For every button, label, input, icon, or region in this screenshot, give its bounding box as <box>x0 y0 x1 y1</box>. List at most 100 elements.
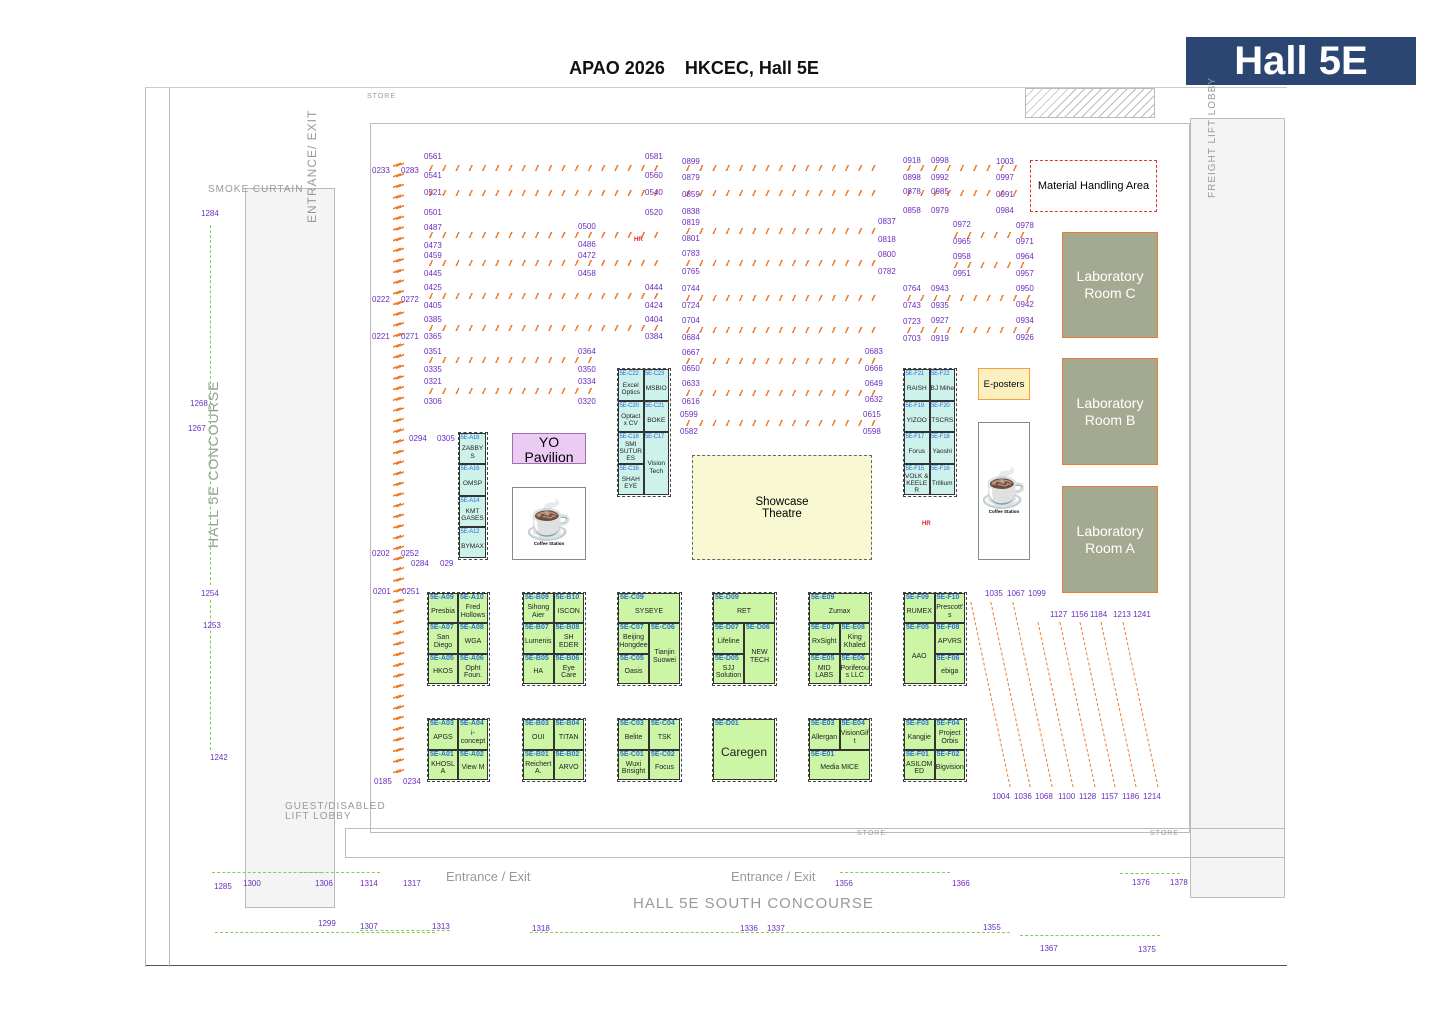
poster-number[interactable]: 1186 <box>1122 792 1140 801</box>
poster-number[interactable]: 0472 <box>578 251 596 260</box>
poster-number[interactable]: 0801 <box>682 234 700 243</box>
poster-number[interactable]: 0284 <box>411 559 429 568</box>
poster-number[interactable]: 0202 <box>372 549 390 558</box>
poster-number[interactable]: 0965 <box>953 237 971 246</box>
poster-number[interactable]: 0765 <box>682 267 700 276</box>
poster-number[interactable]: 1378 <box>1170 878 1188 887</box>
poster-number[interactable]: 0979 <box>931 206 949 215</box>
poster-number[interactable]: 0541 <box>424 171 442 180</box>
poster-number[interactable]: 0957 <box>1016 269 1034 278</box>
poster-number[interactable]: 0723 <box>903 317 921 326</box>
poster-number[interactable]: 1242 <box>210 753 228 762</box>
poster-number[interactable]: 0251 <box>402 587 420 596</box>
poster-number[interactable]: 1366 <box>952 879 970 888</box>
poster-number[interactable]: 0972 <box>953 220 971 229</box>
poster-number[interactable]: 0942 <box>1016 300 1034 309</box>
poster-number[interactable]: 0234 <box>403 777 421 786</box>
poster-number[interactable]: 0819 <box>682 218 700 227</box>
poster-number[interactable]: 0459 <box>424 251 442 260</box>
poster-number[interactable]: 0858 <box>903 206 921 215</box>
poster-number[interactable]: 0650 <box>682 364 700 373</box>
poster-number[interactable]: 1318 <box>532 924 550 933</box>
poster-number[interactable]: 1253 <box>203 621 221 630</box>
poster-number[interactable]: 1127 <box>1050 610 1068 619</box>
poster-number[interactable]: 0985 <box>931 187 949 196</box>
poster-number[interactable]: 0683 <box>865 347 883 356</box>
poster-number[interactable]: 0598 <box>863 427 881 436</box>
poster-number[interactable]: 1156 <box>1071 610 1089 619</box>
poster-number[interactable]: 1307 <box>360 922 378 931</box>
poster-number[interactable]: 0540 <box>645 188 663 197</box>
poster-number[interactable]: 0252 <box>401 549 419 558</box>
poster-number[interactable]: 0984 <box>996 206 1014 215</box>
poster-number[interactable]: 0918 <box>903 156 921 165</box>
poster-number[interactable]: 0384 <box>645 332 663 341</box>
poster-number[interactable]: 0898 <box>903 173 921 182</box>
poster-number[interactable]: 0272 <box>401 295 419 304</box>
poster-number[interactable]: 0405 <box>424 301 442 310</box>
poster-number[interactable]: 0951 <box>953 269 971 278</box>
poster-number[interactable]: 0201 <box>373 587 391 596</box>
poster-number[interactable]: 0743 <box>903 301 921 310</box>
poster-number[interactable]: 1268 <box>190 399 208 408</box>
poster-number[interactable]: 0958 <box>953 252 971 261</box>
poster-number[interactable]: 1306 <box>315 879 333 888</box>
poster-number[interactable]: 0879 <box>682 173 700 182</box>
poster-number[interactable]: 1213 <box>1113 610 1131 619</box>
poster-number[interactable]: 0350 <box>578 365 596 374</box>
poster-number[interactable]: 1336 <box>740 924 758 933</box>
poster-number[interactable]: 0364 <box>578 347 596 356</box>
poster-number[interactable]: 1099 <box>1028 589 1046 598</box>
poster-number[interactable]: 1157 <box>1101 792 1119 801</box>
poster-number[interactable]: 0991 <box>996 190 1014 199</box>
poster-number[interactable]: 0997 <box>996 173 1014 182</box>
poster-number[interactable]: 0305 <box>437 434 455 443</box>
poster-number[interactable]: 0837 <box>878 217 896 226</box>
poster-number[interactable]: 1214 <box>1143 792 1161 801</box>
poster-number[interactable]: 0222 <box>372 295 390 304</box>
poster-number[interactable]: 0649 <box>865 379 883 388</box>
poster-number[interactable]: 1314 <box>360 879 378 888</box>
poster-number[interactable]: 0561 <box>424 152 442 161</box>
poster-number[interactable]: 0581 <box>645 152 663 161</box>
poster-number[interactable]: 0501 <box>424 208 442 217</box>
poster-number[interactable]: 0667 <box>682 348 700 357</box>
poster-number[interactable]: 0283 <box>401 166 419 175</box>
poster-number[interactable]: 1284 <box>201 209 219 218</box>
poster-number[interactable]: 1313 <box>432 922 450 931</box>
poster-number[interactable]: 0425 <box>424 283 442 292</box>
poster-number[interactable]: 0521 <box>424 188 442 197</box>
